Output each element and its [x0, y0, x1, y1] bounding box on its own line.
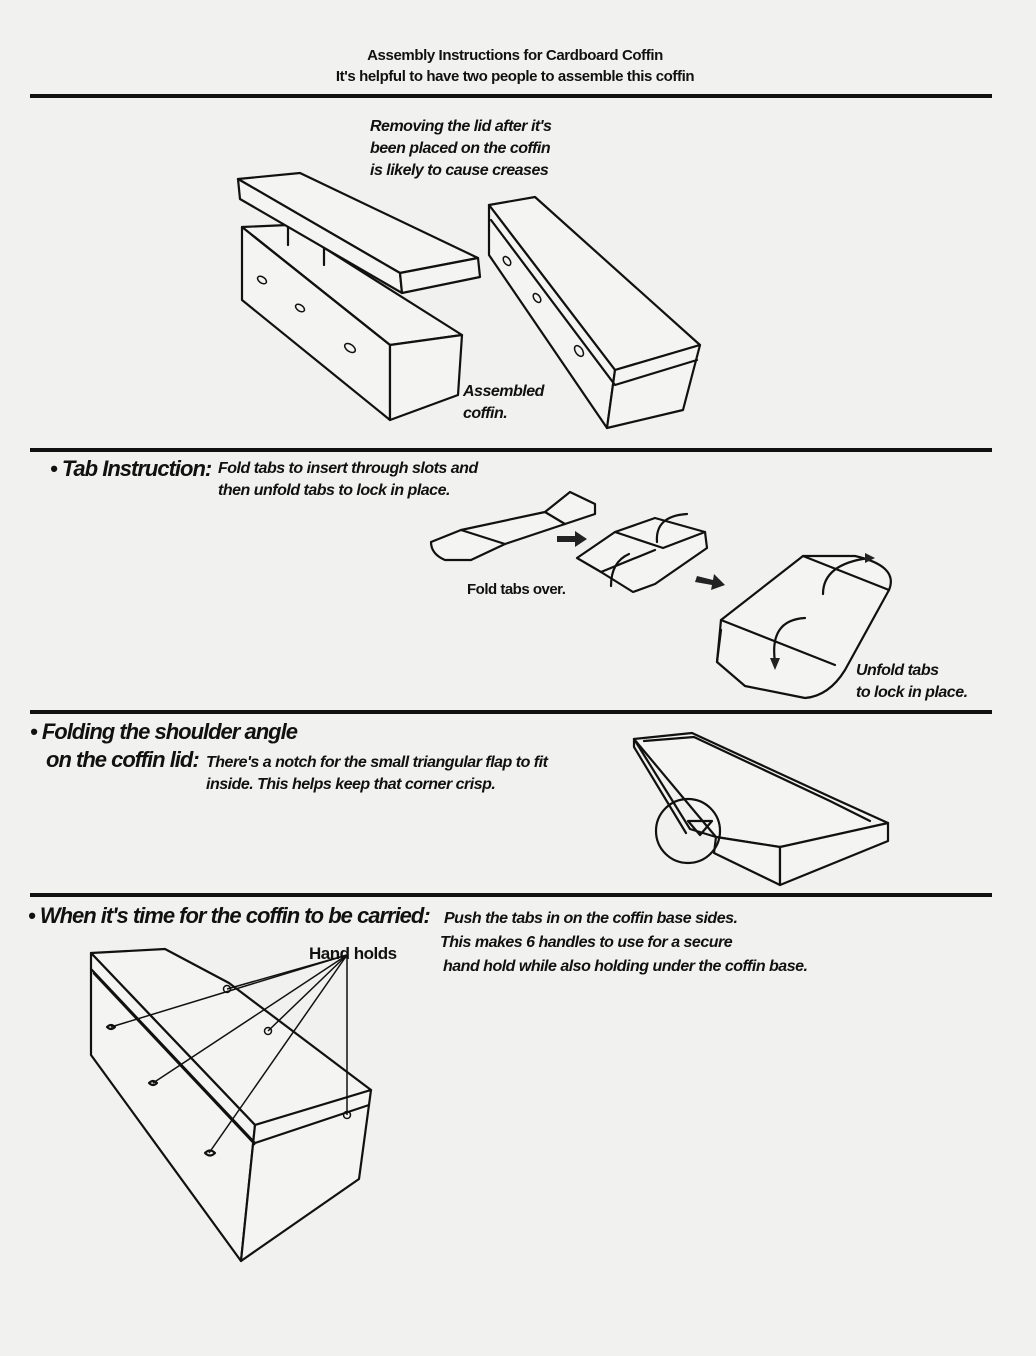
hand-hold-icon: [147, 1079, 159, 1087]
unfold-arrow-icon: [821, 556, 871, 596]
unfold-tabs-line: to lock in place.: [856, 684, 968, 701]
carried-coffin-illustration: [89, 947, 373, 1263]
assembled-label: Assembled coffin.: [463, 381, 544, 425]
hand-hold-marker: [222, 984, 232, 994]
carrying-text: Push the tabs in on the coffin base side…: [440, 908, 808, 978]
hand-slot-icon: [256, 275, 268, 285]
hand-hold-icon: [203, 1149, 217, 1157]
tab-instruction-text: Fold tabs to insert through slots and th…: [218, 458, 478, 502]
shoulder-text-line: inside. This helps keep that corner cris…: [206, 776, 496, 793]
assembled-coffin-illustration: [487, 195, 702, 430]
shoulder-heading-line: • Folding the shoulder angle: [30, 719, 298, 744]
lid-tray-end-wall: [778, 821, 890, 887]
arrow-head-icon: [865, 553, 875, 563]
carried-end-side: [239, 1088, 373, 1263]
unfold-tabs-line: Unfold tabs: [856, 662, 939, 679]
fold-arrow-icon: [655, 512, 689, 544]
right-arrow-icon: [557, 531, 587, 547]
hand-slot-icon: [573, 344, 585, 358]
carrying-text-line: hand hold while also holding under the c…: [443, 958, 808, 975]
divider-2: [30, 710, 992, 714]
lid-caption-line: is likely to cause creases: [370, 162, 549, 179]
hand-holds-label: Hand holds: [309, 944, 397, 963]
carrying-heading: • When it's time for the coffin to be ca…: [28, 903, 431, 928]
shoulder-angle-heading: • Folding the shoulder angle on the coff…: [30, 718, 298, 774]
lid-caption: Removing the lid after it's been placed …: [370, 116, 552, 182]
page-subtitle: It's helpful to have two people to assem…: [335, 68, 695, 85]
divider-1: [30, 448, 992, 452]
unfold-arrow-icon: [773, 616, 807, 664]
carrying-text-line: Push the tabs in on the coffin base side…: [444, 910, 738, 927]
lid-caption-line: Removing the lid after it's: [370, 118, 552, 135]
lid-tray-top: [632, 731, 890, 849]
shoulder-heading-line: on the coffin lid:: [46, 747, 200, 772]
shoulder-text-line: There's a notch for the small triangular…: [206, 754, 548, 771]
hand-slot-icon: [502, 255, 512, 267]
assembled-label-line: Assembled: [463, 383, 544, 400]
fold-arrow-icon: [609, 552, 631, 588]
page-title: Assembly Instructions for Cardboard Coff…: [367, 47, 663, 64]
divider-top: [30, 94, 992, 98]
lid-end-edge: [398, 256, 482, 295]
right-arrow-icon: [695, 574, 725, 590]
hand-hold-marker: [342, 1110, 352, 1120]
open-coffin-illustration: [236, 171, 482, 422]
hand-slot-icon: [343, 342, 357, 354]
carrying-text-line: This makes 6 handles to use for a secure: [440, 934, 733, 951]
lid-shoulder-illustration: [632, 731, 890, 887]
fold-tabs-label: Fold tabs over.: [467, 581, 566, 598]
assembled-label-line: coffin.: [463, 405, 508, 422]
tab-instruction-line: Fold tabs to insert through slots and: [218, 460, 478, 477]
divider-3: [30, 893, 992, 897]
unfold-tabs-label: Unfold tabs to lock in place.: [856, 660, 968, 704]
tab-instruction-heading: • Tab Instruction:: [50, 456, 212, 481]
notch-highlight-circle: [654, 797, 722, 865]
flat-tab: [429, 490, 597, 562]
tab-fold-illustration: [429, 490, 892, 700]
hand-holds-leader-lines: [110, 954, 348, 1154]
hand-slot-icon: [532, 292, 542, 304]
hand-hold-marker: [263, 1026, 273, 1036]
hand-hold-icon: [105, 1023, 117, 1031]
tab-instruction-line: then unfold tabs to lock in place.: [218, 482, 450, 499]
lid-caption-line: been placed on the coffin: [370, 140, 551, 157]
base-end-side: [388, 333, 464, 422]
arrow-head-icon: [770, 658, 780, 670]
shoulder-angle-text: There's a notch for the small triangular…: [206, 752, 548, 796]
hand-slot-icon: [294, 303, 306, 313]
